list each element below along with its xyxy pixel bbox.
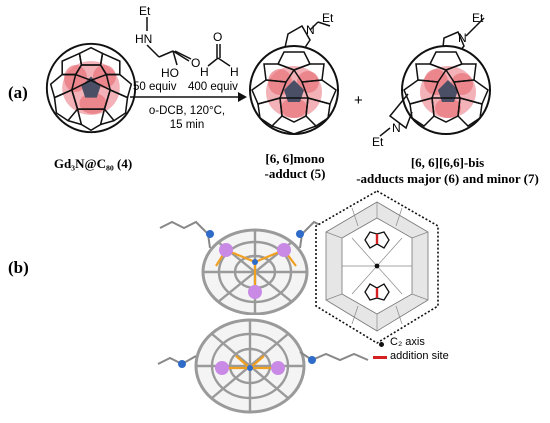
glycine-o: O <box>191 56 200 70</box>
formaldehyde-h1: H <box>200 65 209 79</box>
glycine-et: Et <box>139 5 151 18</box>
mono-n: N <box>306 23 315 37</box>
mono-adduct-structure: N Et <box>249 12 339 135</box>
crystal-structure-bottom <box>157 318 369 414</box>
panel-b-label: (b) <box>8 258 29 277</box>
fullerene-start-icon <box>45 42 137 134</box>
glycine-hn: HN <box>135 32 152 46</box>
conditions-line-1: o-DCB, 120°C, <box>148 105 226 117</box>
start-compound-label: Gd₃N@C₈₀ (4) <box>53 156 133 171</box>
bis-n-top: N <box>458 31 467 45</box>
bis-et-side: Et <box>372 135 384 147</box>
mono-et: Et <box>322 12 334 25</box>
c2-axis-dot-icon <box>376 339 386 349</box>
formaldehyde-o: O <box>213 30 222 44</box>
mono-adduct-label-2: -adduct (5) <box>264 166 326 181</box>
schlegel-diagram <box>315 190 439 344</box>
glycine-equiv: 50 equiv <box>133 81 177 93</box>
legend-c2-axis: C₂ axis <box>390 336 425 348</box>
panel-a-label: (a) <box>8 83 28 102</box>
bis-adduct-label-2: -adducts major (6) and minor (7) <box>356 171 539 186</box>
formaldehyde-equiv: 400 equiv <box>188 81 238 93</box>
mono-adduct-label-1: [6, 6]mono <box>265 151 325 166</box>
addition-site-mark-icon <box>373 356 387 359</box>
bis-n-side: N <box>392 121 401 135</box>
conditions-line-2: 15 min <box>169 119 205 131</box>
legend-addition-site: addition site <box>390 350 449 362</box>
formaldehyde-h2: H <box>230 65 239 79</box>
plus-sign: + <box>354 92 363 109</box>
bis-adduct-structure: N Et N Et <box>372 12 491 147</box>
glycine-ho: HO <box>161 66 179 80</box>
glycine-structure: Et HN HO O <box>135 5 200 80</box>
formaldehyde-structure: O H H <box>200 30 239 79</box>
crystal-structure-top <box>159 220 351 315</box>
reaction-arrow <box>130 92 247 102</box>
bis-adduct-label-1: [6, 6][6,6]-bis <box>410 155 485 170</box>
bis-et-top: Et <box>472 12 484 25</box>
